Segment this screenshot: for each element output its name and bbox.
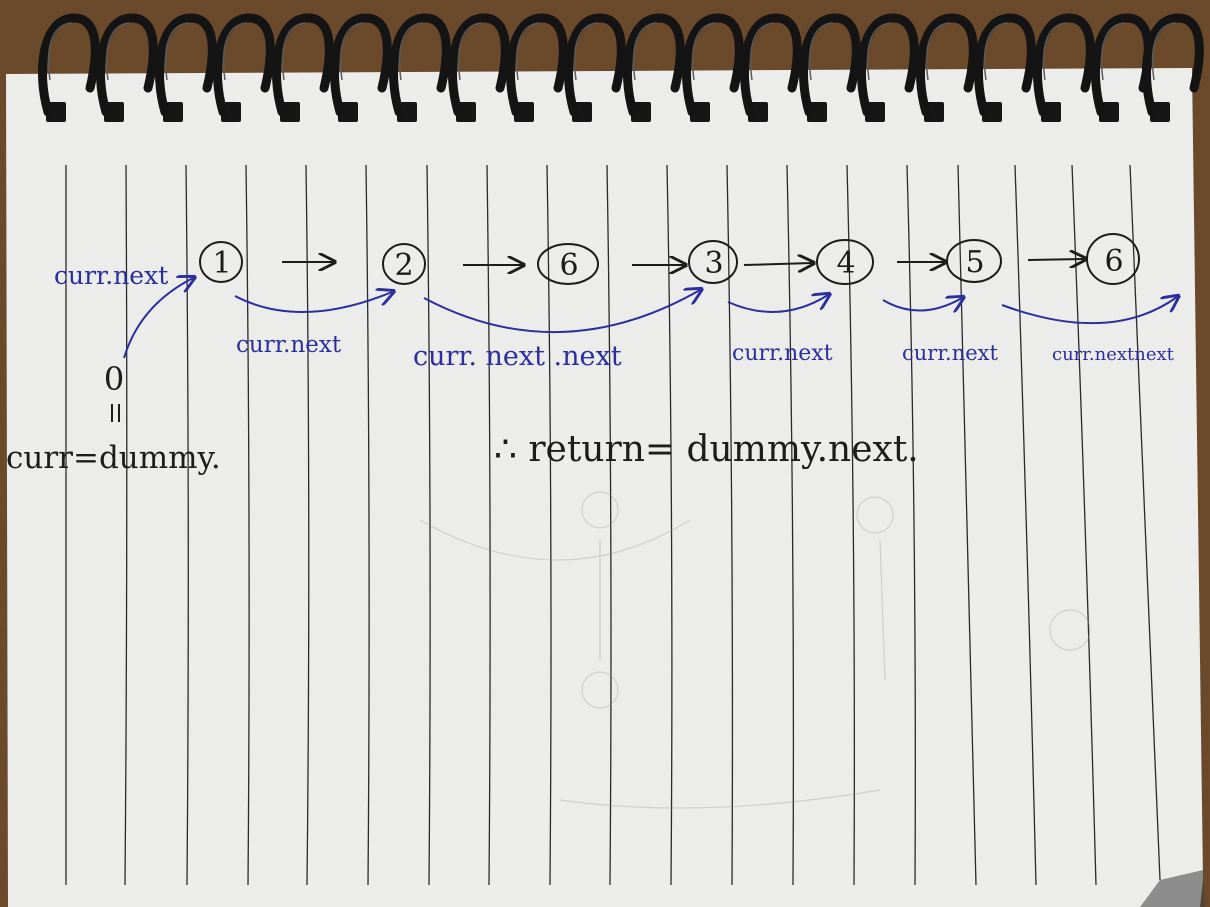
notebook-page (6, 68, 1203, 907)
node-circle (816, 239, 874, 285)
node-circles (199, 233, 1140, 285)
pointer-label: curr.next (236, 332, 342, 358)
dummy-node-value: 0 (104, 360, 124, 398)
binding-coil-highlight (1100, 22, 1126, 81)
binding-coil (96, 13, 158, 117)
binding-coil-highlight (691, 22, 717, 81)
binding-coil-highlight (866, 22, 892, 81)
binding-coil (506, 13, 568, 117)
pointer-arrows (123, 278, 1177, 359)
binding-coil-highlight (808, 22, 834, 81)
binding-coil-highlight (164, 22, 190, 81)
binding-coil-highlight (398, 22, 424, 81)
ruled-lines (65, 164, 1161, 886)
binding-coil-highlight (47, 22, 73, 81)
binding-coil-highlight (457, 22, 483, 81)
equals-sign-icon (111, 404, 120, 422)
binding-coil (448, 13, 510, 117)
binding-coil-highlight (749, 22, 775, 81)
pointer-label: curr.next (54, 261, 168, 290)
binding-coil (974, 13, 1036, 117)
pointer-arrow (423, 290, 700, 333)
binding-coil-highlight (1042, 22, 1068, 81)
binding-coil-highlight (573, 22, 599, 81)
node-circle (688, 240, 738, 284)
binding-coil-highlight (632, 22, 658, 81)
node-1-value: 1 (212, 246, 231, 281)
binding-coil (213, 13, 275, 117)
node-5-value: 4 (836, 246, 855, 281)
node-4-value: 3 (704, 246, 723, 281)
binding-coil (330, 13, 392, 117)
node-6-value: 5 (965, 245, 984, 280)
dummy-label: curr=dummy. (6, 440, 221, 476)
binding-coil (740, 13, 802, 117)
pointer-label: curr. next .next (413, 341, 622, 372)
node-circle (199, 241, 243, 283)
binding-coil-highlight (222, 22, 248, 81)
binding-coil (155, 13, 217, 117)
binding-coil (916, 13, 978, 117)
pointer-arrow (123, 278, 193, 359)
node-7-value: 6 (1104, 244, 1123, 279)
binding-coil (799, 13, 861, 117)
node-2-value: 2 (394, 248, 413, 283)
binding-coil (623, 13, 685, 117)
binding-coil-highlight (925, 22, 951, 81)
page-shadow (1140, 870, 1205, 907)
spiral-binding-icon (38, 13, 1204, 122)
next-arrow (743, 263, 812, 265)
pointer-arrow (234, 292, 392, 314)
next-arrow (1027, 259, 1084, 260)
binding-coil-highlight (983, 22, 1009, 81)
binding-coil-highlight (105, 22, 131, 81)
binding-coil-highlight (1151, 22, 1177, 81)
conclusion-text: ∴ return= dummy.next. (494, 429, 919, 470)
bleed-through-marks (419, 491, 1091, 809)
binding-coil (389, 13, 451, 117)
binding-coil (857, 13, 919, 117)
binding-coil (1142, 13, 1204, 117)
binding-coil-highlight (515, 22, 541, 81)
pointer-label: curr.nextnext (1052, 344, 1175, 365)
node-3-value: 6 (559, 248, 578, 283)
binding-coil (272, 13, 334, 117)
pointer-arrow (727, 295, 828, 313)
binding-coil-highlight (281, 22, 307, 81)
pointer-arrow (882, 298, 962, 311)
binding-coil (564, 13, 626, 117)
binding-coil (38, 13, 100, 117)
node-circle (382, 243, 426, 285)
pointer-label: curr.next (732, 341, 833, 366)
binding-coil (682, 13, 744, 117)
binding-coil-highlight (339, 22, 365, 81)
pointer-arrow (1001, 297, 1177, 325)
pointer-label: curr.next (902, 341, 999, 365)
node-circle (537, 243, 599, 285)
binding-coil (1033, 13, 1095, 117)
next-arrows (282, 259, 1084, 265)
